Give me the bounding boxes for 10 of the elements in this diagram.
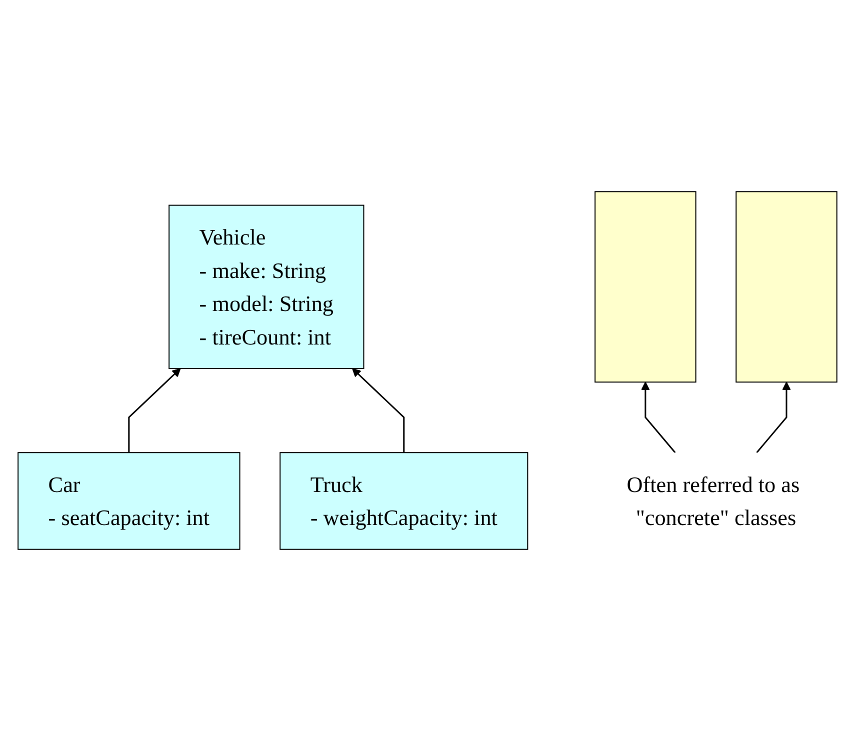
arrow bbox=[352, 368, 405, 453]
node-box: Truck - weightCapacity: int bbox=[280, 452, 528, 550]
node-box: Vehicle - make: String - model: String - tireCount: int bbox=[168, 204, 364, 369]
node-box bbox=[594, 191, 696, 383]
arrow bbox=[756, 382, 791, 454]
node-text: Often referred to as "concrete" classes bbox=[626, 472, 800, 530]
arrow bbox=[128, 368, 181, 453]
node-box bbox=[736, 191, 838, 383]
arrow bbox=[641, 382, 676, 454]
node-box: Car - seatCapacity: int bbox=[18, 452, 240, 550]
